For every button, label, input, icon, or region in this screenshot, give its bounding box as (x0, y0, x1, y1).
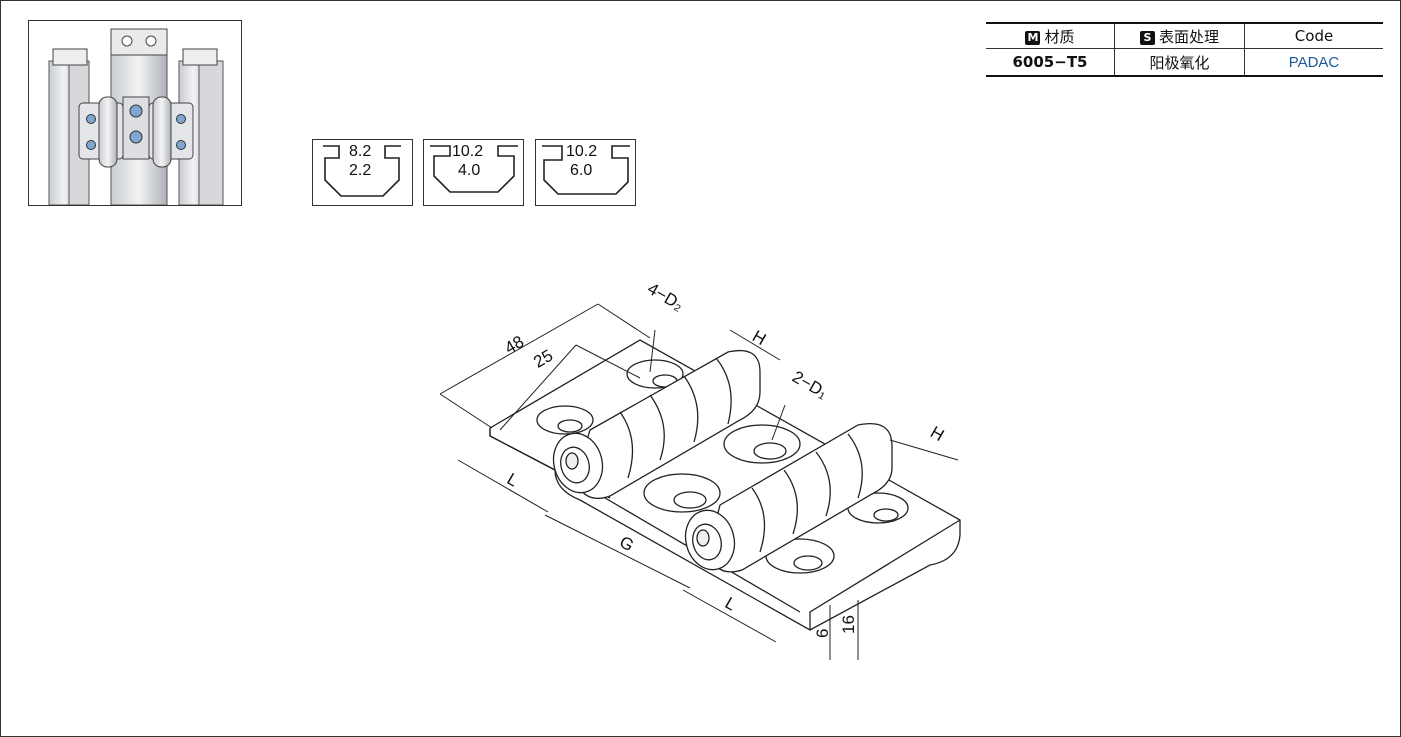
dim-25-label: 25 (530, 346, 556, 372)
slot-width-label: 10.2 (566, 143, 598, 160)
dim-16-label: 16 (839, 615, 858, 634)
dim-l1-label: L (504, 469, 522, 490)
product-photo (28, 20, 242, 206)
dim-h1-label: H (749, 326, 769, 349)
surface-header-label: 表面处理 (1158, 27, 1219, 46)
material-tag: M (1025, 30, 1041, 45)
slot-depth-label: 2.2 (349, 162, 372, 179)
surface-value: 阳极氧化 (1114, 48, 1245, 77)
code-value: PADAC (1244, 48, 1383, 77)
slot-profile-3: 10.2 6.0 (535, 139, 636, 206)
dim-6-label: 6 (813, 629, 832, 638)
code-header: Code (1244, 22, 1383, 49)
surface-tag: S (1139, 30, 1155, 45)
slot-depth-label: 6.0 (570, 162, 593, 179)
slot-width-label: 8.2 (349, 143, 372, 160)
material-value: 6005−T5 (986, 48, 1115, 77)
dim-l2-label: L (722, 593, 740, 614)
hole (536, 405, 594, 435)
material-header-label: 材质 (1044, 27, 1075, 46)
dim-4d2-label: 4−D₂ (644, 279, 687, 315)
slot-profile-2: 10.2 4.0 (423, 139, 524, 206)
dim-2d1-label: 2−D₁ (789, 367, 831, 402)
dim-48-label: 48 (501, 332, 527, 358)
slot-width-label: 10.2 (452, 143, 484, 160)
slot-depth-label: 4.0 (458, 162, 481, 179)
slot-profile-1: 8.2 2.2 (312, 139, 413, 206)
dim-h2-label: H (927, 422, 947, 445)
